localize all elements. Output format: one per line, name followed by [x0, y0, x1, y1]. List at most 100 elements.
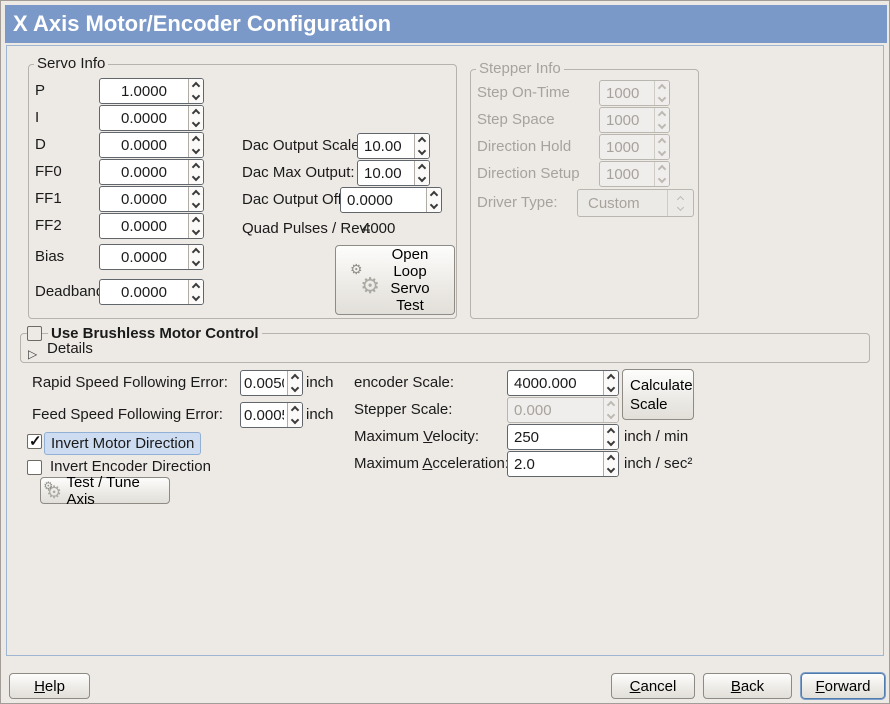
feed-following-error-spin-buttons[interactable]: [287, 403, 302, 427]
dac-output-scale-label: Dac Output Scale:: [242, 137, 364, 154]
step-on-time-label: Step On-Time: [477, 84, 570, 101]
details-expander-icon[interactable]: [28, 345, 37, 362]
driver-type-label: Driver Type:: [477, 194, 558, 211]
d-input[interactable]: [100, 133, 188, 157]
stepper-scale-label: Stepper Scale:: [354, 401, 453, 418]
bias-input[interactable]: [100, 245, 188, 269]
bias-spin-buttons[interactable]: [188, 245, 203, 269]
details-expander-label[interactable]: Details: [47, 340, 93, 357]
dac-output-scale-spin-buttons[interactable]: [414, 134, 429, 158]
open-loop-servo-test-label: Open Loop Servo Test: [390, 246, 430, 314]
ff0-spinbox: [99, 159, 204, 185]
ff1-spinbox: [99, 186, 204, 212]
ff1-input[interactable]: [100, 187, 188, 211]
help-button-label: Help: [34, 677, 65, 695]
rapid-following-error-spin-buttons[interactable]: [287, 371, 302, 395]
invert-motor-direction-label[interactable]: Invert Motor Direction: [44, 432, 202, 455]
dac-output-offset-input[interactable]: [341, 188, 426, 212]
maximum-velocity-spin-buttons[interactable]: [603, 425, 618, 449]
use-brushless-checkbox[interactable]: [27, 326, 42, 341]
stepper-scale-spin-buttons: [603, 398, 618, 422]
dac-max-output-spin-buttons[interactable]: [414, 161, 429, 185]
d-label: D: [35, 136, 46, 153]
open-loop-servo-test-button[interactable]: Open Loop Servo Test: [335, 245, 455, 315]
feed-following-error-spinbox: [240, 402, 303, 428]
maximum-velocity-unit: inch / min: [624, 428, 689, 445]
brushless-frame: [20, 333, 870, 363]
maximum-acceleration-spin-buttons[interactable]: [603, 452, 618, 476]
ff0-label: FF0: [35, 163, 62, 180]
direction-setup-spinbox: [599, 161, 670, 187]
direction-hold-spinbox: [599, 134, 670, 160]
step-space-spinbox: [599, 107, 670, 133]
use-brushless-label[interactable]: Use Brushless Motor Control: [48, 325, 262, 343]
dac-max-output-spinbox: [357, 160, 430, 186]
back-button-label: Back: [730, 677, 765, 695]
direction-hold-label: Direction Hold: [477, 138, 572, 155]
maximum-velocity-label: Maximum Velocity:: [354, 428, 480, 445]
invert-encoder-direction-checkbox[interactable]: [27, 460, 42, 475]
i-spin-buttons[interactable]: [188, 106, 203, 130]
ff1-label: FF1: [35, 190, 62, 207]
ff0-spin-buttons[interactable]: [188, 160, 203, 184]
invert-encoder-direction-label[interactable]: Invert Encoder Direction: [50, 458, 211, 475]
help-button[interactable]: Help: [9, 673, 90, 699]
deadband-label: Deadband: [35, 283, 105, 300]
invert-motor-direction-checkbox[interactable]: [27, 432, 42, 450]
maximum-acceleration-spinbox: [507, 451, 619, 477]
calculate-scale-button[interactable]: Calculate Scale: [622, 369, 694, 420]
servo-info-frame: [28, 64, 457, 319]
deadband-spin-buttons[interactable]: [188, 280, 203, 304]
driver-type-value: Custom: [588, 194, 640, 212]
d-spin-buttons[interactable]: [188, 133, 203, 157]
p-input[interactable]: [100, 79, 188, 103]
step-on-time-spin-buttons: [654, 81, 669, 105]
deadband-spinbox: [99, 279, 204, 305]
stepper-info-frame: [470, 69, 699, 319]
rapid-following-error-spinbox: [240, 370, 303, 396]
dac-output-offset-spinbox: [340, 187, 442, 213]
rapid-following-error-input[interactable]: [241, 371, 287, 395]
test-tune-axis-label: Test / Tune Axis: [66, 473, 140, 508]
d-spinbox: [99, 132, 204, 158]
cancel-button[interactable]: Cancel: [611, 673, 695, 699]
ff2-spin-buttons[interactable]: [188, 214, 203, 238]
step-space-spin-buttons: [654, 108, 669, 132]
feed-following-error-unit: inch: [306, 406, 334, 423]
maximum-velocity-input[interactable]: [508, 425, 603, 449]
maximum-acceleration-input[interactable]: [508, 452, 603, 476]
p-spin-buttons[interactable]: [188, 79, 203, 103]
quad-pulses-label: Quad Pulses / Rev:: [242, 220, 372, 237]
dac-output-offset-label: Dac Output Offset:: [242, 191, 366, 208]
deadband-input[interactable]: [100, 280, 188, 304]
encoder-scale-input[interactable]: [508, 371, 603, 395]
cancel-button-label: Cancel: [629, 677, 677, 695]
step-space-label: Step Space: [477, 111, 555, 128]
bias-label: Bias: [35, 248, 65, 265]
ff0-input[interactable]: [100, 160, 188, 184]
test-tune-axis-button[interactable]: Test / Tune Axis: [40, 474, 170, 508]
encoder-scale-spin-buttons[interactable]: [603, 371, 618, 395]
dac-output-offset-spin-buttons[interactable]: [426, 188, 441, 212]
feed-following-error-input[interactable]: [241, 403, 287, 427]
dac-output-scale-input[interactable]: [358, 134, 414, 158]
ff2-input[interactable]: [100, 214, 188, 238]
encoder-scale-spinbox: [507, 370, 619, 396]
driver-type-combobox: Custom: [577, 189, 694, 217]
i-input[interactable]: [100, 106, 188, 130]
i-spinbox: [99, 105, 204, 131]
stepper-scale-input: [508, 398, 603, 422]
step-on-time-input: [600, 81, 654, 105]
back-button[interactable]: Back: [703, 673, 792, 699]
p-label: P: [35, 82, 46, 99]
bias-spinbox: [99, 244, 204, 270]
forward-button[interactable]: Forward: [801, 673, 885, 699]
forward-button-label: Forward: [815, 677, 871, 695]
direction-hold-spin-buttons: [654, 135, 669, 159]
ff2-spinbox: [99, 213, 204, 239]
dac-max-output-input[interactable]: [358, 161, 414, 185]
ff1-spin-buttons[interactable]: [188, 187, 203, 211]
feed-following-error-label: Feed Speed Following Error:: [32, 406, 223, 423]
maximum-velocity-spinbox: [507, 424, 619, 450]
step-on-time-spinbox: [599, 80, 670, 106]
